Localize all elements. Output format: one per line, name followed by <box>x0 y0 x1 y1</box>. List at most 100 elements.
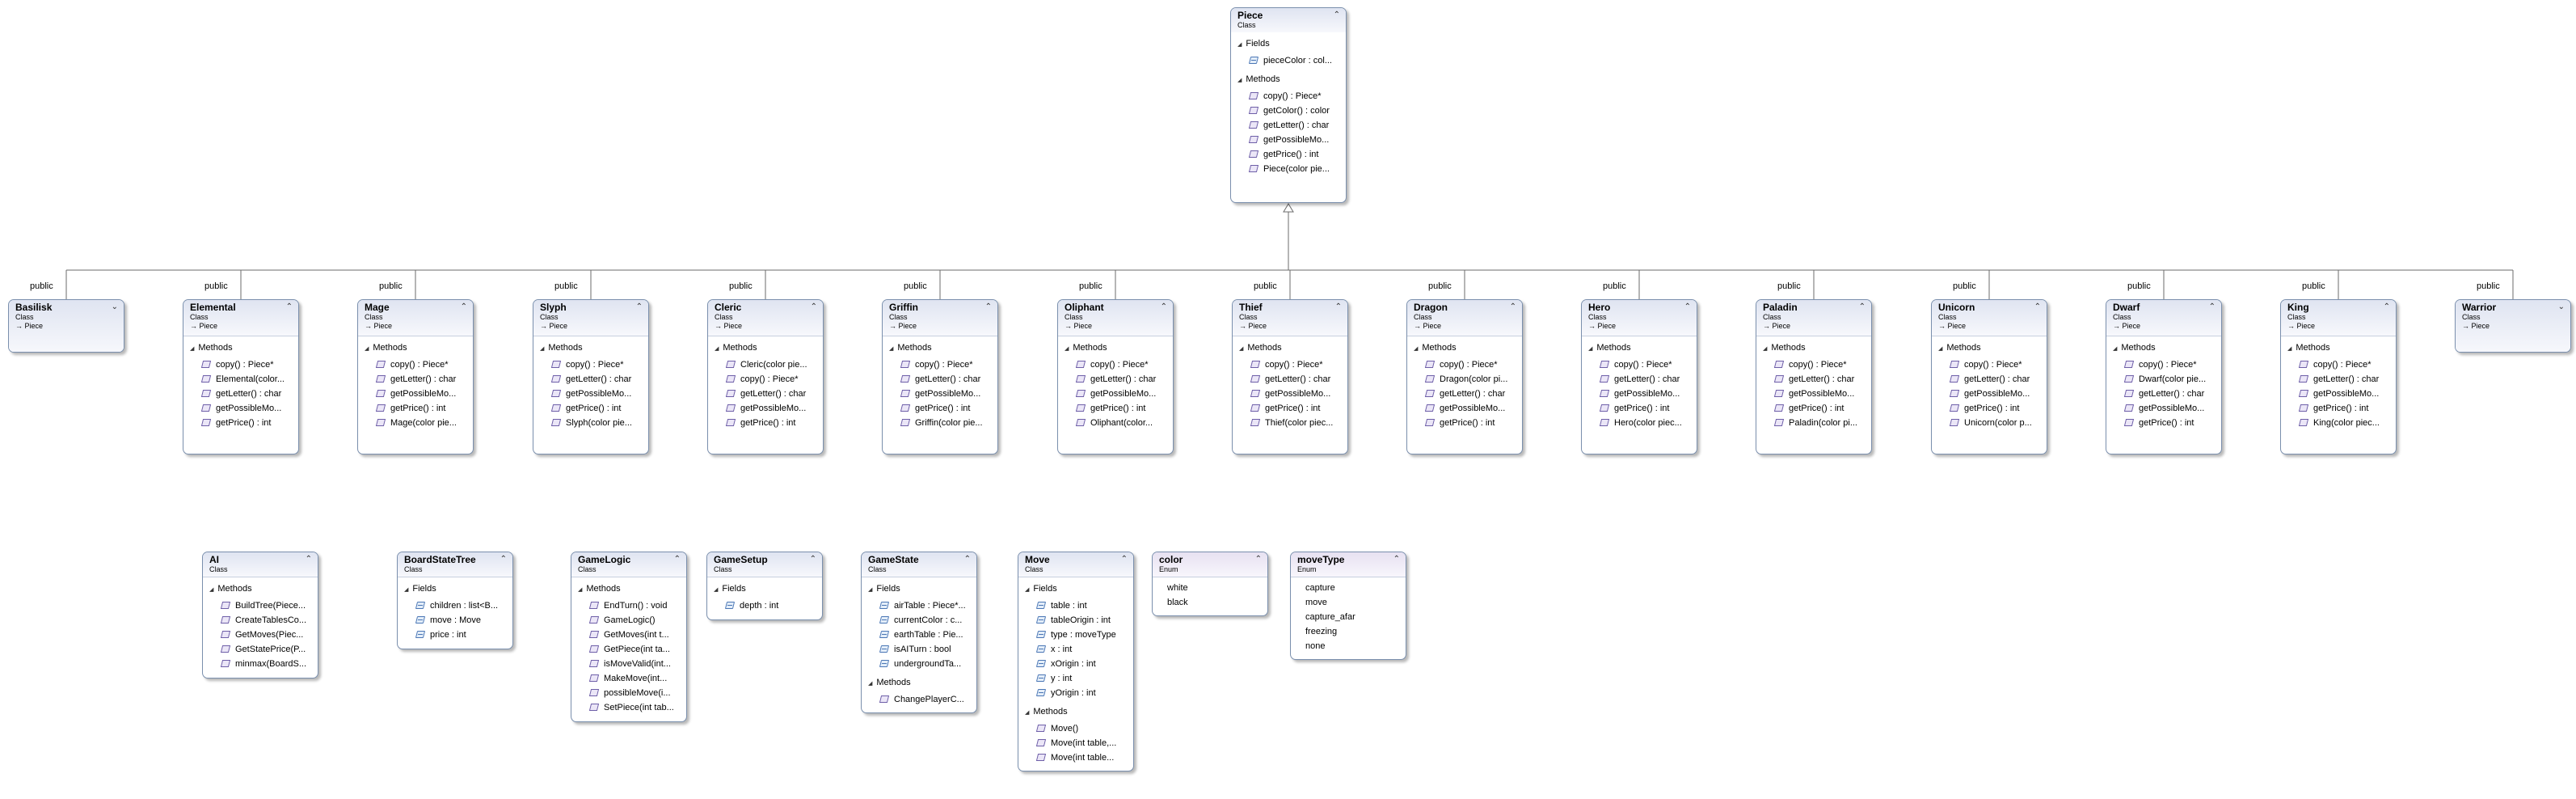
method-item[interactable]: getPossibleMo... <box>2106 401 2221 416</box>
fields-section-header[interactable]: ◢Fields <box>868 584 976 595</box>
field-item[interactable]: tableOrigin : int <box>1018 613 1133 628</box>
enum-value[interactable]: freezing <box>1305 627 1338 636</box>
section-expander-icon[interactable]: ◢ <box>2113 346 2118 352</box>
method-item[interactable]: copy() : Piece* <box>1058 357 1173 372</box>
method-item[interactable]: Griffin(color pie... <box>883 416 997 430</box>
method-item[interactable]: getLetter() : char <box>708 387 823 401</box>
field-item[interactable]: x : int <box>1018 642 1133 657</box>
method-item[interactable]: BuildTree(Piece... <box>203 598 318 613</box>
method-item[interactable]: Dwarf(color pie... <box>2106 372 2221 387</box>
field-item[interactable]: pieceColor : col... <box>1231 53 1346 68</box>
collapse-toggle-icon[interactable]: ⌃ <box>1254 555 1262 564</box>
method-item[interactable]: Thief(color piec... <box>1233 416 1347 430</box>
method-item[interactable]: getLetter() : char <box>1231 118 1346 133</box>
collapse-toggle-icon[interactable]: ⌃ <box>1160 302 1167 311</box>
collapse-toggle-icon[interactable]: ⌃ <box>1509 302 1516 311</box>
method-item[interactable]: Piece(color pie... <box>1231 162 1346 176</box>
methods-section-header[interactable]: ◢Methods <box>2287 343 2396 354</box>
fields-section-header[interactable]: ◢Fields <box>714 584 822 595</box>
method-item[interactable]: getPossibleMo... <box>1407 401 1522 416</box>
method-item[interactable]: copy() : Piece* <box>1582 357 1697 372</box>
collapse-toggle-icon[interactable]: ⌃ <box>500 555 507 564</box>
method-item[interactable]: Paladin(color pi... <box>1756 416 1871 430</box>
method-item[interactable]: getPrice() : int <box>1756 401 1871 416</box>
method-item[interactable]: getPossibleMo... <box>883 387 997 401</box>
field-item[interactable]: children : list<B... <box>398 598 512 613</box>
method-item[interactable]: getPrice() : int <box>1058 401 1173 416</box>
section-expander-icon[interactable]: ◢ <box>2287 346 2292 352</box>
section-expander-icon[interactable]: ◢ <box>209 587 214 593</box>
field-item[interactable]: isAITurn : bool <box>862 642 976 657</box>
method-item[interactable]: copy() : Piece* <box>183 357 298 372</box>
methods-section-header[interactable]: ◢Methods <box>868 678 976 689</box>
fields-section-header[interactable]: ◢Fields <box>404 584 512 595</box>
collapse-toggle-icon[interactable]: ⌃ <box>1333 11 1340 19</box>
method-item[interactable]: getPrice() : int <box>183 416 298 430</box>
collapse-toggle-icon[interactable]: ⌃ <box>2208 302 2216 311</box>
section-expander-icon[interactable]: ◢ <box>1237 42 1242 48</box>
method-item[interactable]: copy() : Piece* <box>533 357 648 372</box>
section-expander-icon[interactable]: ◢ <box>1025 710 1030 716</box>
fields-section-header[interactable]: ◢Fields <box>1237 39 1346 50</box>
method-item[interactable]: getPossibleMo... <box>1582 387 1697 401</box>
field-item[interactable]: xOrigin : int <box>1018 657 1133 671</box>
methods-section-header[interactable]: ◢Methods <box>1025 707 1133 718</box>
method-item[interactable]: copy() : Piece* <box>2106 357 2221 372</box>
method-item[interactable]: getPrice() : int <box>1231 147 1346 162</box>
method-item[interactable]: King(color piec... <box>2281 416 2396 430</box>
methods-section-header[interactable]: ◢Methods <box>190 343 298 354</box>
section-expander-icon[interactable]: ◢ <box>1588 346 1593 352</box>
collapse-toggle-icon[interactable]: ⌃ <box>809 555 816 564</box>
method-item[interactable]: getPrice() : int <box>1233 401 1347 416</box>
methods-section-header[interactable]: ◢Methods <box>1938 343 2047 354</box>
method-item[interactable]: EndTurn() : void <box>571 598 686 613</box>
method-item[interactable]: getColor() : color <box>1231 104 1346 118</box>
method-item[interactable]: getLetter() : char <box>1932 372 2047 387</box>
method-item[interactable]: Cleric(color pie... <box>708 357 823 372</box>
method-item[interactable]: getPrice() : int <box>883 401 997 416</box>
method-item[interactable]: Hero(color piec... <box>1582 416 1697 430</box>
method-item[interactable]: copy() : Piece* <box>1407 357 1522 372</box>
method-item[interactable]: copy() : Piece* <box>708 372 823 387</box>
method-item[interactable]: GetPiece(int ta... <box>571 642 686 657</box>
method-item[interactable]: getPrice() : int <box>2106 416 2221 430</box>
enum-value[interactable]: white <box>1167 583 1188 593</box>
section-expander-icon[interactable]: ◢ <box>578 587 583 593</box>
method-item[interactable]: copy() : Piece* <box>2281 357 2396 372</box>
field-item[interactable]: move : Move <box>398 613 512 628</box>
collapse-toggle-icon[interactable]: ⌃ <box>1120 555 1128 564</box>
method-item[interactable]: getPossibleMo... <box>2281 387 2396 401</box>
field-item[interactable]: earthTable : Pie... <box>862 628 976 642</box>
enum-value[interactable]: capture_afar <box>1305 612 1355 622</box>
methods-section-header[interactable]: ◢Methods <box>365 343 473 354</box>
fields-section-header[interactable]: ◢Fields <box>1025 584 1133 595</box>
method-item[interactable]: getPossibleMo... <box>708 401 823 416</box>
expand-toggle-icon[interactable]: ⌄ <box>111 302 118 311</box>
methods-section-header[interactable]: ◢Methods <box>715 343 823 354</box>
method-item[interactable]: GetMoves(Piec... <box>203 628 318 642</box>
method-item[interactable]: getLetter() : char <box>2106 387 2221 401</box>
method-item[interactable]: Move(int table... <box>1018 750 1133 765</box>
method-item[interactable]: getPossibleMo... <box>183 401 298 416</box>
collapse-toggle-icon[interactable]: ⌃ <box>963 555 971 564</box>
method-item[interactable]: getPossibleMo... <box>533 387 648 401</box>
method-item[interactable]: Slyph(color pie... <box>533 416 648 430</box>
method-item[interactable]: ChangePlayerC... <box>862 692 976 707</box>
collapse-toggle-icon[interactable]: ⌃ <box>1684 302 1691 311</box>
section-expander-icon[interactable]: ◢ <box>868 587 873 593</box>
method-item[interactable]: GetMoves(int t... <box>571 628 686 642</box>
enum-value[interactable]: none <box>1305 641 1326 651</box>
methods-section-header[interactable]: ◢Methods <box>540 343 648 354</box>
collapse-toggle-icon[interactable]: ⌃ <box>2383 302 2390 311</box>
